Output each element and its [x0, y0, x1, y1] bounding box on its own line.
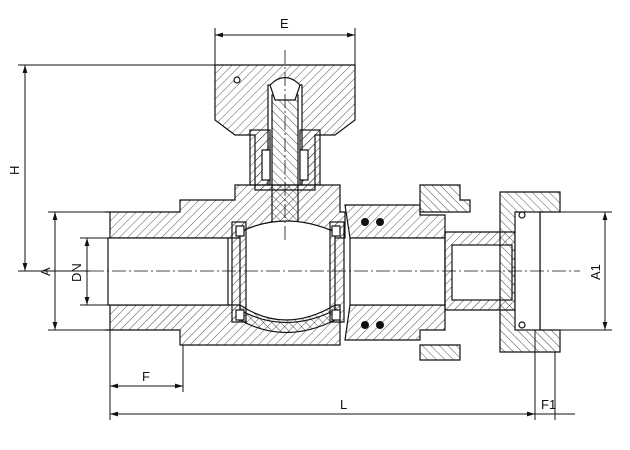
dimension-f1: F1: [535, 397, 575, 415]
label-h: H: [7, 166, 22, 175]
dimension-dn: DN: [69, 237, 108, 306]
label-e: E: [280, 16, 289, 31]
dimension-f: F: [109, 330, 184, 420]
dimension-e: E: [214, 16, 356, 65]
valve-body: [105, 184, 346, 346]
label-f1: F1: [541, 397, 556, 412]
label-a: A: [38, 267, 53, 276]
label-f: F: [142, 369, 150, 384]
dimension-a1: A1: [560, 211, 612, 331]
dimension-l: L: [110, 330, 556, 420]
label-dn: DN: [69, 263, 84, 282]
label-l: L: [340, 397, 347, 412]
union-coupling: [344, 184, 561, 361]
label-a1: A1: [588, 264, 603, 280]
dimension-a: A: [38, 211, 105, 331]
